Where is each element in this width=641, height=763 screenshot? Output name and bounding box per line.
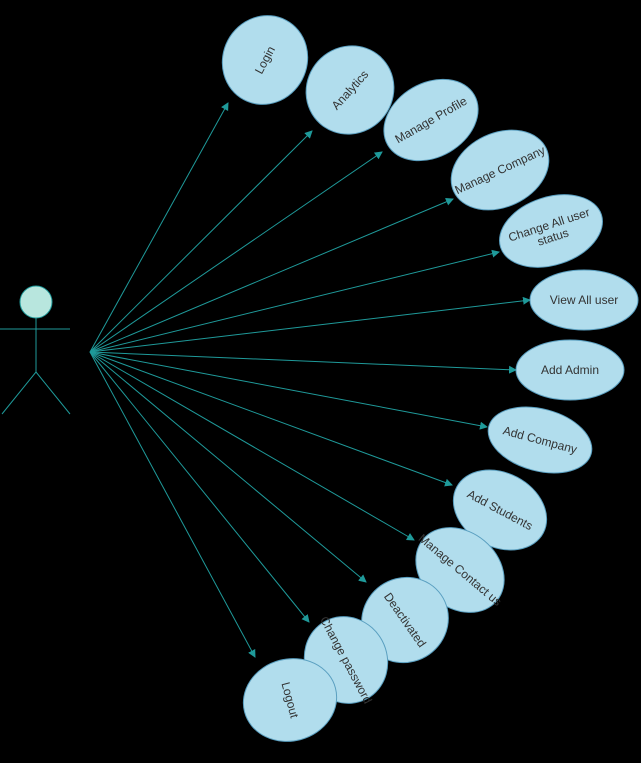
use-case-label: View All user: [550, 293, 618, 307]
association-arrow-logout: [89, 351, 256, 658]
use-case-manage-company: Manage Company: [450, 129, 550, 211]
association-arrow-add-company: [89, 351, 488, 430]
use-case-manage-profile: Manage Profile: [383, 78, 479, 162]
use-case-ellipse: [487, 406, 593, 474]
use-case-ellipse: [383, 78, 479, 162]
use-case-ellipse: [221, 15, 309, 105]
use-case-login: Login: [221, 15, 309, 105]
use-case-label: Add Admin: [541, 363, 599, 377]
use-case-ellipse: [305, 45, 395, 135]
association-arrow-add-students: [89, 351, 453, 487]
association-arrow-change-all-user-status: [89, 249, 500, 353]
use-case-ellipse: [515, 339, 625, 401]
association-arrow-manage-profile: [89, 151, 383, 353]
association-arrows: [89, 102, 531, 658]
use-case-ellipse: [499, 194, 603, 268]
use-case-ellipse: [242, 658, 338, 742]
use-case-analytics: Analytics: [305, 45, 395, 135]
actor-head: [19, 285, 53, 319]
use-case-add-company: Add Company: [487, 406, 593, 474]
use-case-deactivated: Deactivated: [361, 576, 449, 664]
actor-figure: [0, 285, 71, 415]
association-arrow-deactivated: [89, 351, 367, 583]
use-case-logout: Logout: [242, 658, 338, 742]
use-case-ellipse: [529, 269, 639, 331]
association-arrow-view-all-user: [89, 296, 531, 353]
actor-left-leg: [1, 371, 37, 415]
actor-right-leg: [35, 371, 71, 415]
association-arrow-manage-company: [89, 198, 454, 353]
association-arrow-analytics: [89, 130, 313, 353]
use-case-add-admin: Add Admin: [515, 339, 625, 401]
use-case-ellipse: [450, 129, 550, 211]
association-arrow-change-password: [89, 351, 310, 623]
association-arrow-login: [89, 102, 229, 353]
association-arrow-add-admin: [89, 351, 517, 374]
use-case-add-students: Add Students: [452, 469, 548, 551]
association-arrow-manage-contact-us: [89, 351, 415, 541]
use-case-view-all-user: View All user: [529, 269, 639, 331]
